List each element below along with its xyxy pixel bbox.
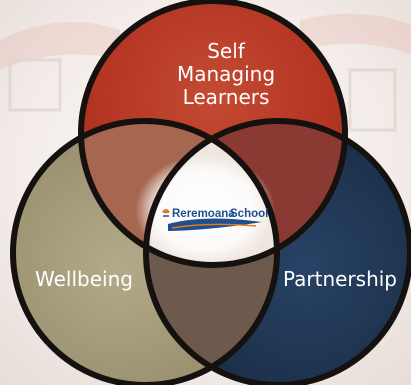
school-logo: Reremoana School [162,208,268,231]
logo-name-part2: School [230,208,268,220]
logo-emblem-icon [162,209,170,217]
logo-swoosh-orange [171,223,257,229]
venn-outlines [10,0,411,385]
label-managing: Managing [177,62,275,86]
center-glow [135,155,275,265]
label-partnership: Partnership [283,267,397,291]
background-decoration [0,13,411,132]
label-self: Self [207,39,246,63]
label-learners: Learners [183,85,270,109]
label-wellbeing: Wellbeing [35,267,133,291]
logo-name-part1: Reremoana [172,208,235,220]
